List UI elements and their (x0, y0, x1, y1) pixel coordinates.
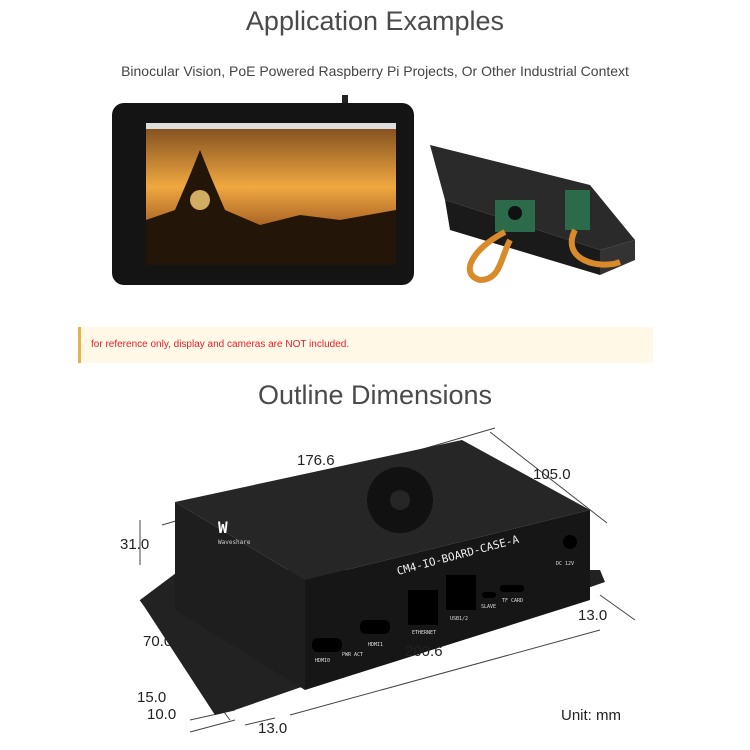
dim-height: 31.0 (120, 536, 150, 553)
dimension-line-overall (289, 629, 601, 716)
dim-flange-bottom: 13.0 (258, 720, 288, 737)
dim-slot-offset-a: 15.0 (137, 689, 167, 706)
dim-slot-offset-b: 10.0 (147, 706, 177, 723)
dim-overall-length: 200.6 (405, 643, 443, 660)
case-with-cameras (430, 145, 635, 284)
case-dimension-diagram: W Waveshare CM4-IO-BOARD-CASE-A HDMI0 PW… (139, 427, 636, 733)
dim-mount-spacing: 70.0 (143, 633, 173, 650)
reference-note: for reference only, display and cameras … (78, 327, 653, 363)
hdmi0-port (312, 638, 342, 652)
port-label: PWR ACT (342, 652, 363, 658)
dc-jack (563, 535, 577, 549)
reference-note-text: for reference only, display and cameras … (91, 339, 350, 350)
port-label: SLAVE (481, 604, 496, 610)
tf-card-slot (500, 585, 524, 592)
port-label: HDMI1 (368, 642, 383, 648)
port-label: USB1/2 (450, 616, 468, 622)
waveshare-logo: W (218, 518, 228, 537)
port-label: HDMI0 (315, 658, 330, 664)
dim-length: 176.6 (297, 452, 335, 469)
ethernet-port (408, 590, 438, 625)
dimension-line-width (489, 431, 608, 524)
display-tablet (112, 95, 414, 285)
application-photo (112, 95, 635, 285)
brand-text: Waveshare (218, 539, 251, 546)
section-title-application-examples: Application Examples (245, 6, 505, 36)
dim-width: 105.0 (533, 466, 571, 483)
section-subtitle: Binocular Vision, PoE Powered Raspberry … (121, 63, 629, 79)
slave-port (482, 592, 496, 598)
case-side (175, 502, 305, 690)
section-title-outline-dimensions: Outline Dimensions (257, 380, 493, 410)
port-label: TF CARD (502, 598, 523, 604)
port-label: DC 12V (556, 561, 574, 567)
usb-port (446, 575, 476, 610)
dim-flange-right: 13.0 (578, 607, 608, 624)
port-label: ETHERNET (412, 630, 436, 636)
unit-label: Unit: mm (561, 707, 621, 724)
hdmi1-port (360, 620, 390, 634)
